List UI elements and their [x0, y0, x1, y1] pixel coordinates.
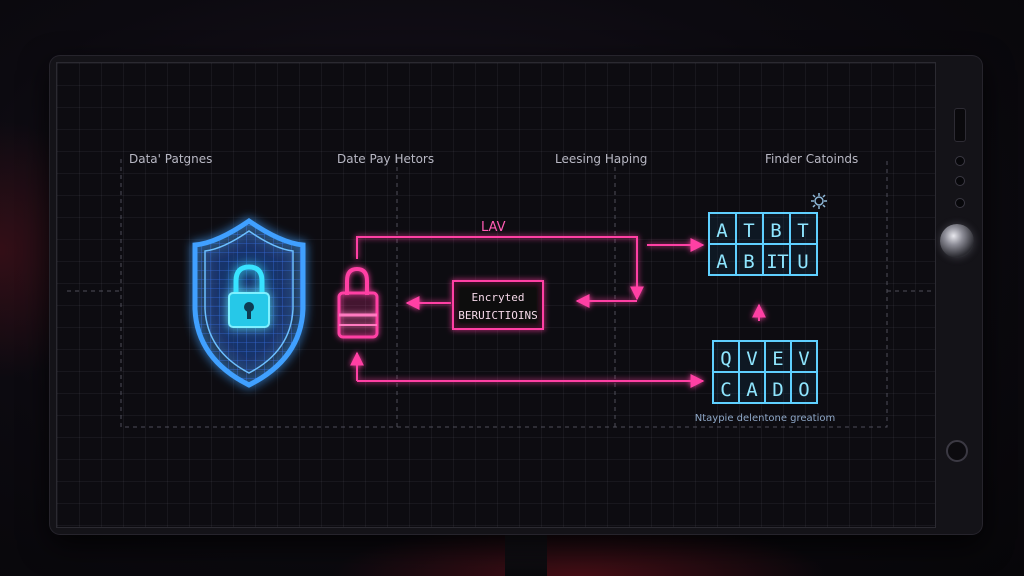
cipher-cell-top-r2c2: B [743, 251, 754, 273]
encrypted-box-line2: BERUICTIOINS [458, 309, 537, 322]
cipher-cell-bottom-r1c4: V [798, 348, 809, 370]
column-dividers [67, 159, 935, 428]
encrypted-box [452, 280, 544, 330]
monitor-stand [505, 530, 547, 576]
monitor-screen: Data' Patgnes Date Pay Hetors Leesing Ha… [56, 62, 936, 528]
cipher-cell-bottom-r2c3: D [772, 379, 783, 401]
cipher-cell-bottom-r2c2: A [746, 379, 758, 401]
column-label-finder-catoinds: Finder Catoinds [765, 152, 858, 166]
grid-caption: Ntaypie delentone greatiom [695, 413, 835, 424]
cipher-cell-bottom-r2c4: O [798, 379, 809, 401]
padlock-icon [228, 264, 270, 328]
cipher-cell-bottom-r1c3: E [772, 348, 783, 370]
cipher-cell-top-r2c1: A [716, 251, 728, 273]
gear-icon [811, 193, 827, 209]
flow-label-lav: LAV [481, 220, 506, 235]
encrypted-box-line1: Encryted [472, 291, 525, 304]
column-label-leesing-haping: Leesing Haping [555, 152, 647, 166]
cipher-grid-bottom [712, 340, 818, 404]
cipher-cell-top-r2c4: T [777, 251, 788, 273]
cipher-cell-top-r2c5: U [797, 251, 808, 273]
bezel-indicator-dot [955, 176, 965, 186]
cipher-cell-bottom-r1c2: V [746, 348, 757, 370]
monitor-control-knob[interactable] [940, 224, 974, 258]
cipher-cell-bottom-r1c1: Q [720, 348, 731, 370]
bezel-slot [954, 108, 966, 142]
cipher-cell-top-r1c2: T [743, 220, 754, 242]
cipher-cell-top-r1c4: T [797, 220, 808, 242]
monitor: Data' Patgnes Date Pay Hetors Leesing Ha… [50, 56, 982, 534]
cipher-grid-top [708, 212, 818, 276]
cipher-cell-bottom-r2c1: C [720, 379, 731, 401]
bezel-indicator-dot [955, 198, 965, 208]
bezel-indicator-dot [955, 156, 965, 166]
monitor-power-button[interactable] [946, 440, 968, 462]
cipher-cell-top-r2c3: I [766, 251, 777, 273]
pink-padlock-icon [337, 266, 379, 339]
encryption-flow-lines [350, 236, 766, 388]
column-label-data-patterns: Data' Patgnes [129, 152, 212, 166]
security-flow-diagram: Data' Patgnes Date Pay Hetors Leesing Ha… [67, 152, 935, 428]
column-label-data-pay-hetors: Date Pay Hetors [337, 152, 434, 166]
cipher-cell-top-r1c3: B [770, 220, 781, 242]
cipher-cell-top-r1c1: A [716, 220, 728, 242]
